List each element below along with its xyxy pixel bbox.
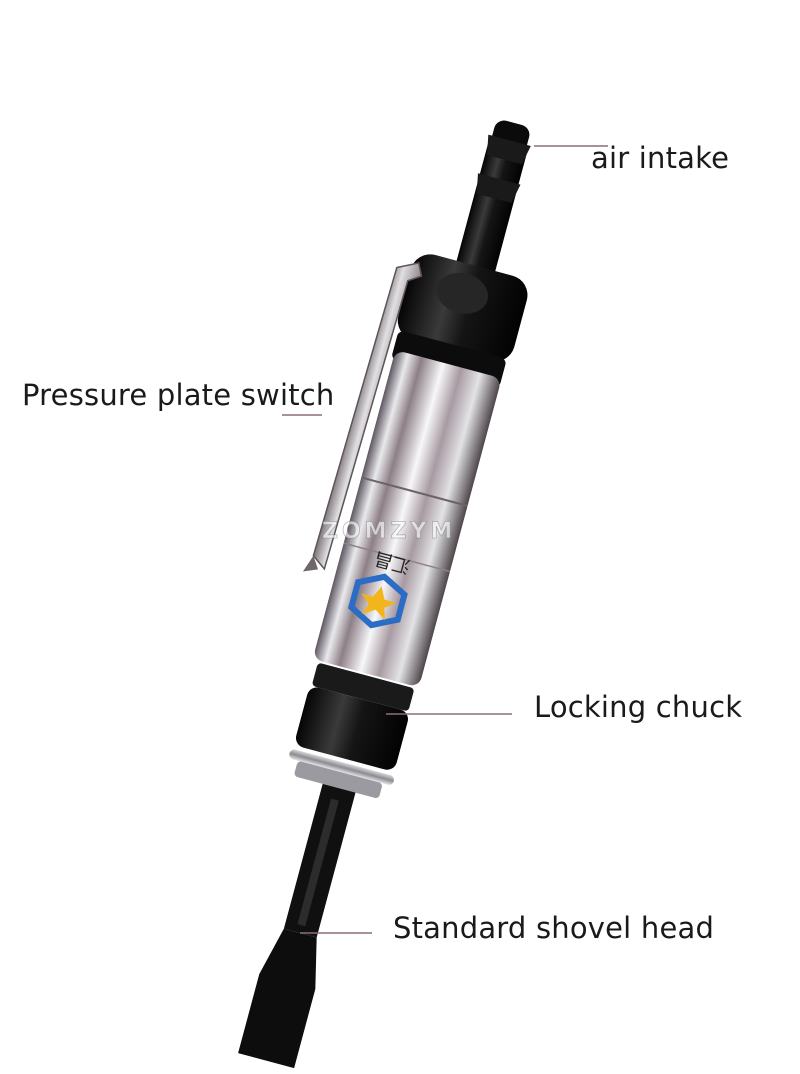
- brand-logo: [347, 573, 408, 629]
- label-pressure-plate-switch: Pressure plate switch: [22, 378, 335, 412]
- shovel-head: [238, 783, 356, 1069]
- tool-body: 汇昌: [238, 120, 531, 1069]
- chrome-barrel: 汇昌: [314, 352, 500, 686]
- air-intake-fitting: [453, 120, 531, 289]
- label-air-intake: air intake: [591, 141, 730, 175]
- watermark-text: ZOMZYM: [322, 519, 456, 544]
- label-locking-chuck: Locking chuck: [534, 690, 743, 724]
- label-standard-shovel-head: Standard shovel head: [393, 911, 715, 945]
- pressure-plate-lever: [302, 262, 423, 572]
- locking-chuck: [289, 663, 414, 798]
